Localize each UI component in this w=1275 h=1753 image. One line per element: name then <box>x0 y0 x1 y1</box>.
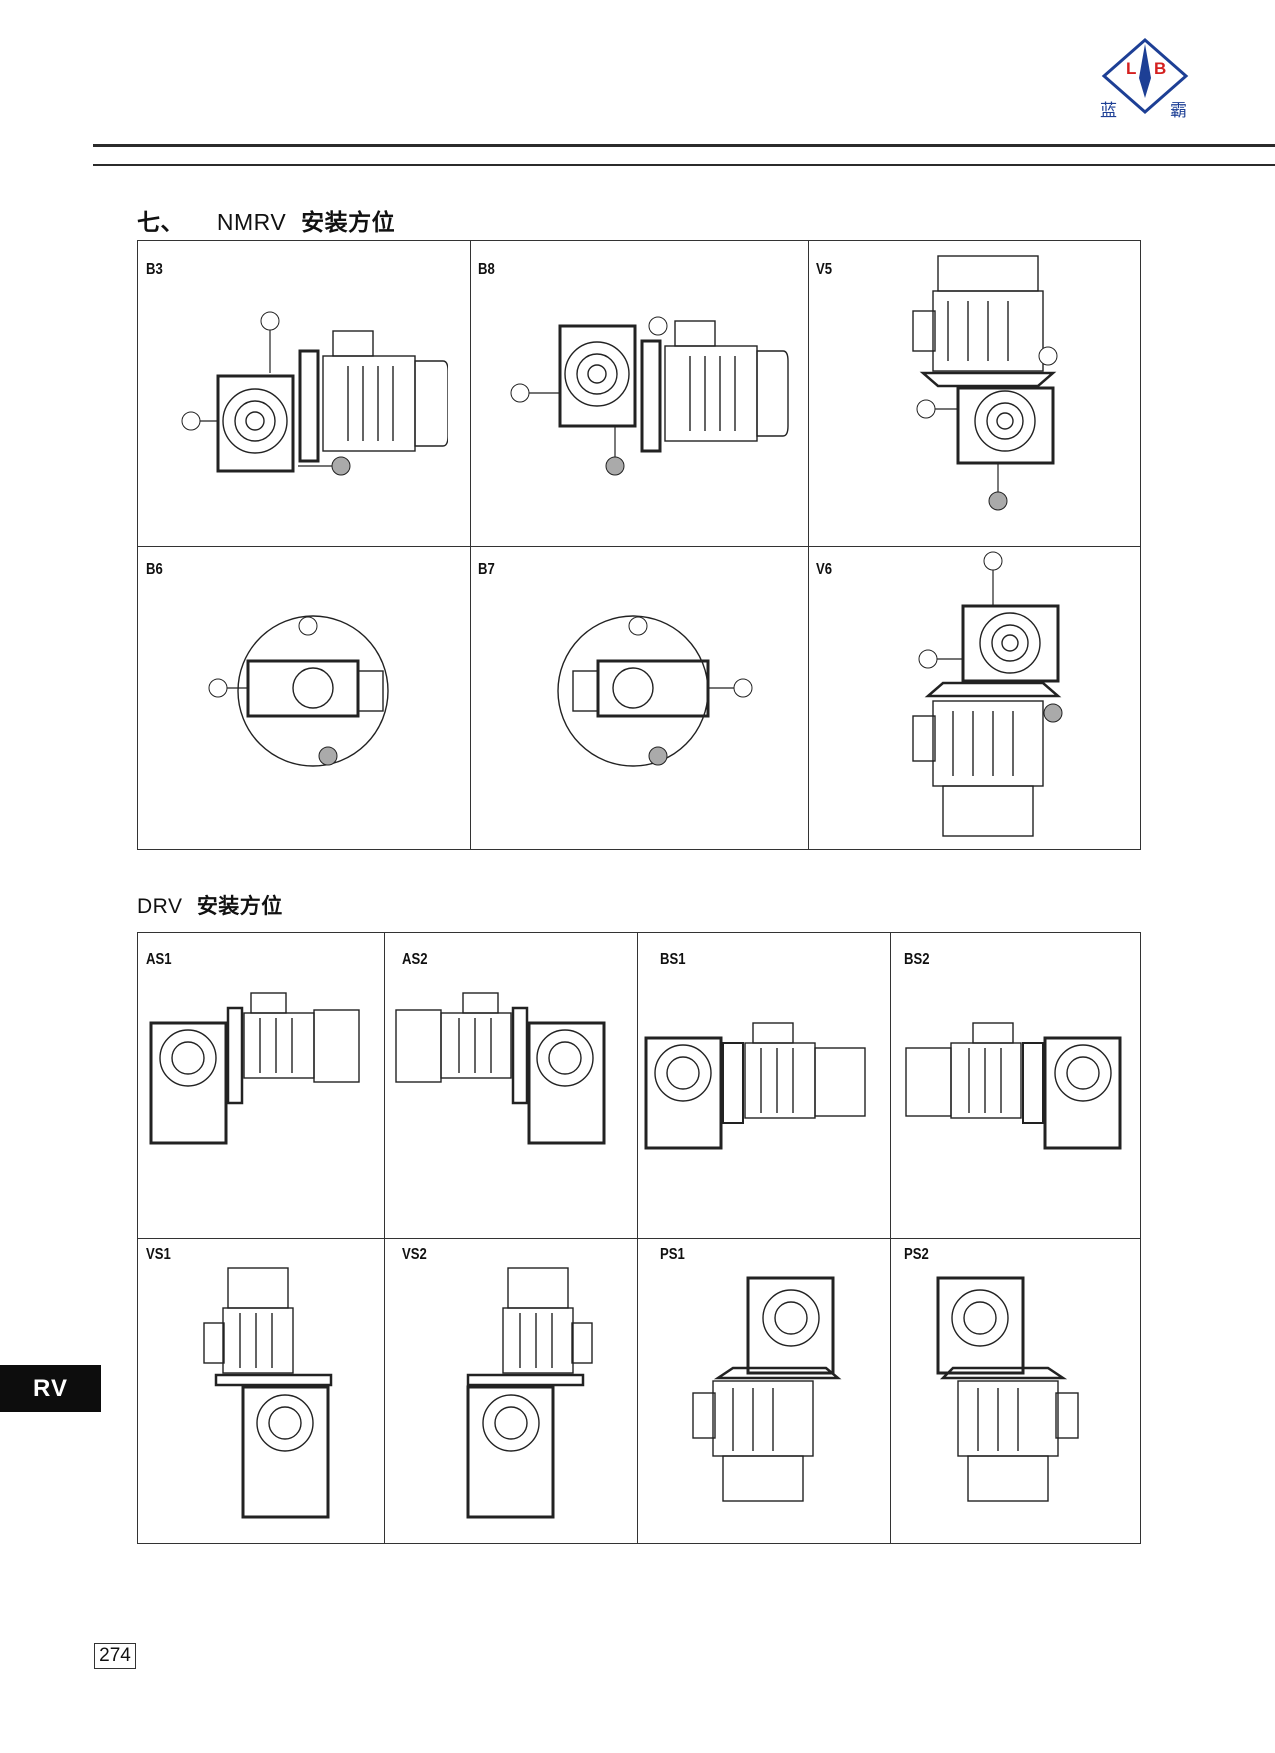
position-label-vs1: VS1 <box>146 1246 171 1263</box>
section-heading-drv: DRV 安装方位 <box>137 890 283 920</box>
section-title: 安装方位 <box>301 209 396 235</box>
header-rule-bottom <box>93 164 1275 166</box>
section-side-tab: RV <box>0 1365 101 1412</box>
drawing-b3 <box>181 311 448 476</box>
position-label-as1: AS1 <box>146 951 172 968</box>
section-model: DRV <box>137 895 183 918</box>
position-label-v6: V6 <box>816 561 833 578</box>
drawing-vs1 <box>203 1267 333 1519</box>
drawing-b7 <box>557 615 753 767</box>
logo-char-1: 蓝 <box>1100 101 1117 120</box>
position-label-b8: B8 <box>478 261 495 278</box>
position-label-b6: B6 <box>146 561 163 578</box>
grid-divider <box>470 241 471 849</box>
page-number: 274 <box>94 1643 136 1669</box>
drawing-bs2 <box>905 1022 1122 1150</box>
drawing-as2 <box>395 992 606 1145</box>
section-number: 七、 <box>137 209 184 235</box>
logo-letter-b: B <box>1154 59 1166 78</box>
position-label-ps2: PS2 <box>904 1246 929 1263</box>
section-title: 安装方位 <box>196 895 283 918</box>
header-rule-top <box>93 144 1275 147</box>
drv-mounting-grid: AS1 AS2 BS1 BS2 VS1 VS2 PS1 PS2 <box>137 932 1141 1544</box>
drawing-b8 <box>510 316 789 476</box>
drawing-ps2 <box>936 1276 1079 1502</box>
position-label-ps1: PS1 <box>660 1246 685 1263</box>
position-label-bs2: BS2 <box>904 951 930 968</box>
grid-divider <box>808 241 809 849</box>
drawing-ps1 <box>692 1276 842 1502</box>
position-label-b7: B7 <box>478 561 495 578</box>
position-label-v5: V5 <box>816 261 833 278</box>
drawing-as1 <box>149 992 360 1145</box>
logo-letter-l: L <box>1126 59 1136 78</box>
drawing-bs1 <box>644 1022 866 1150</box>
grid-divider <box>138 1238 1140 1239</box>
position-label-b3: B3 <box>146 261 163 278</box>
section-model: NMRV <box>216 209 287 235</box>
section-heading-nmrv: 七、 NMRV 安装方位 <box>137 203 395 237</box>
logo-char-2: 霸 <box>1170 101 1187 120</box>
drawing-b6 <box>208 615 389 767</box>
drawing-v5 <box>912 255 1058 511</box>
lanba-logo: L B 蓝 霸 <box>1100 38 1189 120</box>
drawing-vs2 <box>466 1267 593 1519</box>
position-label-vs2: VS2 <box>402 1246 427 1263</box>
position-label-as2: AS2 <box>402 951 428 968</box>
nmrv-mounting-grid: B3 B8 V5 B6 B7 V6 <box>137 240 1141 850</box>
drawing-v6 <box>912 551 1063 837</box>
position-label-bs1: BS1 <box>660 951 686 968</box>
grid-divider <box>138 546 1140 547</box>
